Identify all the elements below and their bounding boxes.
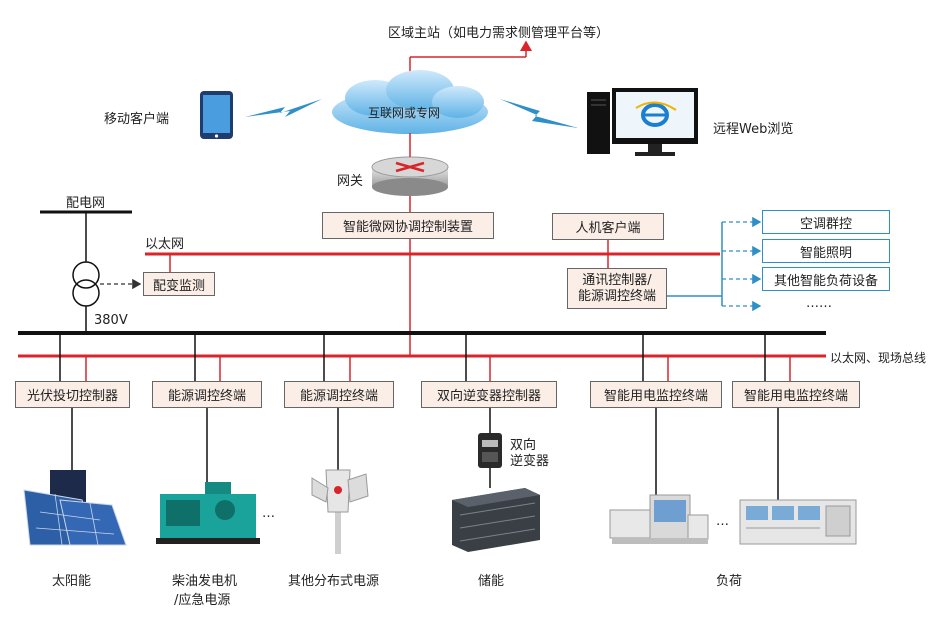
comm-controller-box: 通讯控制器/ 能源调控终端 bbox=[567, 268, 667, 309]
controller-load-2: 智能用电监控终端 bbox=[732, 381, 860, 408]
solar-label: 太阳能 bbox=[52, 574, 92, 589]
voltage-label: 380V bbox=[94, 313, 128, 328]
remote-web-label: 远程Web浏览 bbox=[713, 122, 794, 137]
load-more-ellipsis: …… bbox=[806, 296, 832, 311]
wind-turbine-icon bbox=[311, 469, 369, 554]
device-drops bbox=[71, 408, 779, 500]
transformer-monitor-box: 配变监测 bbox=[143, 272, 215, 296]
comm-controller-line2: 能源调控终端 bbox=[577, 288, 656, 304]
load-item-lighting: 智能照明 bbox=[762, 239, 890, 263]
load-item-other: 其他智能负荷设备 bbox=[762, 267, 890, 291]
field-bus-label: 以太网、现场总线 bbox=[830, 351, 927, 365]
wireless-left-icon bbox=[245, 99, 322, 117]
microgrid-coordinator-box: 智能微网协调控制装置 bbox=[322, 212, 494, 239]
load-label: 负荷 bbox=[716, 574, 743, 589]
controller-load-1: 智能用电监控终端 bbox=[590, 381, 722, 408]
diesel-label-line1: 柴油发电机 bbox=[172, 574, 238, 589]
desktop-computer-icon bbox=[587, 88, 698, 156]
cloud-icon bbox=[332, 70, 488, 134]
controller-energy-1: 能源调控终端 bbox=[152, 381, 262, 408]
load-item-ac: 空调群控 bbox=[762, 210, 890, 234]
other-dist-label: 其他分布式电源 bbox=[288, 574, 380, 589]
mobile-client-label: 移动客户端 bbox=[104, 112, 170, 127]
diesel-label-line2: /应急电源 bbox=[174, 593, 231, 608]
controller-inverter: 双向逆变器控制器 bbox=[421, 381, 557, 408]
generator-ellipsis: … bbox=[262, 506, 275, 521]
regional-master-label: 区域主站（如电力需求侧管理平台等） bbox=[388, 26, 610, 41]
controller-drops bbox=[59, 333, 791, 381]
inverter-label-line1: 双向 bbox=[510, 438, 537, 453]
gateway-label: 网关 bbox=[337, 174, 364, 189]
inverter-icon bbox=[478, 433, 502, 468]
cloud-label: 互联网或专网 bbox=[368, 106, 441, 120]
load-cabinet-icon bbox=[739, 499, 857, 545]
load-machine-icon bbox=[609, 494, 709, 544]
hmi-client-box: 人机客户端 bbox=[552, 213, 664, 240]
distribution-grid-label: 配电网 bbox=[66, 196, 106, 211]
load-links bbox=[667, 216, 762, 312]
inverter-label-line2: 逆变器 bbox=[510, 454, 550, 469]
load-ellipsis: … bbox=[716, 514, 729, 529]
battery-storage-icon bbox=[452, 488, 540, 552]
ethernet-label: 以太网 bbox=[145, 237, 185, 252]
transformer-icon bbox=[72, 261, 100, 307]
gateway-router-icon bbox=[371, 156, 449, 196]
controller-energy-2: 能源调控终端 bbox=[284, 381, 394, 408]
controller-pv: 光伏投切控制器 bbox=[15, 381, 130, 408]
diesel-generator-icon bbox=[156, 482, 260, 544]
tablet-icon bbox=[200, 91, 233, 139]
solar-panel-icon bbox=[23, 470, 127, 546]
storage-label: 储能 bbox=[478, 574, 505, 589]
comm-controller-line1: 通讯控制器/ bbox=[582, 272, 652, 288]
wireless-right-icon bbox=[500, 99, 578, 128]
